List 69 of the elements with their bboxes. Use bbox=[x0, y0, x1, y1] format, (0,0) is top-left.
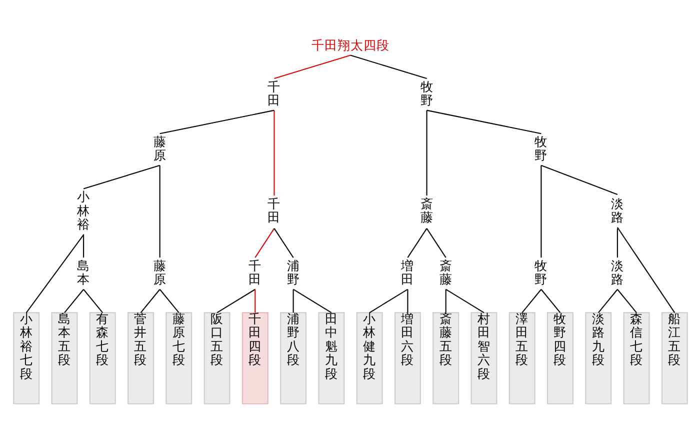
node-text: 島本 bbox=[76, 257, 90, 286]
node-box: 森信七段 bbox=[622, 312, 650, 404]
node-box: 田中魁九段 bbox=[318, 312, 344, 404]
node-text: 淡路 bbox=[610, 257, 624, 286]
connector bbox=[158, 164, 160, 258]
connector bbox=[82, 164, 160, 189]
connector bbox=[616, 288, 636, 312]
connector bbox=[64, 288, 84, 312]
node-text: 浦野 bbox=[286, 257, 300, 286]
node-text: 藤原 bbox=[152, 133, 166, 162]
node-box: 阪口五段 bbox=[203, 312, 230, 404]
connector bbox=[521, 288, 542, 312]
connector bbox=[274, 54, 350, 79]
node-box: 小林裕七段 bbox=[12, 312, 40, 404]
node-box: 牧野四段 bbox=[546, 312, 573, 404]
node-box: 増田六段 bbox=[394, 312, 420, 404]
connector bbox=[159, 109, 274, 134]
node-text: 小林裕 bbox=[76, 188, 90, 232]
node-text: 藤原 bbox=[152, 257, 166, 286]
connector bbox=[140, 288, 160, 312]
connector bbox=[540, 164, 542, 258]
connector bbox=[292, 288, 294, 312]
connector bbox=[273, 228, 294, 258]
connector bbox=[82, 234, 84, 258]
node-text: 千田 bbox=[248, 257, 262, 286]
connector bbox=[25, 234, 84, 312]
node-text: 千田 bbox=[267, 78, 280, 108]
connector bbox=[216, 288, 255, 313]
node-box: 浦野八段 bbox=[280, 312, 306, 404]
node-text: 増田 bbox=[400, 257, 414, 286]
connector bbox=[158, 288, 179, 312]
connector bbox=[254, 288, 256, 312]
connector bbox=[82, 288, 103, 312]
connector bbox=[540, 164, 618, 195]
node-box: 藤原七段 bbox=[165, 312, 192, 404]
connector bbox=[406, 288, 408, 312]
connector bbox=[540, 288, 560, 312]
connector bbox=[616, 228, 618, 258]
connector bbox=[426, 110, 427, 196]
node-box: 有森七段 bbox=[88, 312, 116, 404]
node-text: 千田翔太四段 bbox=[311, 37, 389, 52]
node-text: 牧野 bbox=[534, 257, 548, 286]
node-box: 澤田五段 bbox=[508, 312, 535, 404]
connector bbox=[254, 228, 274, 258]
node-box: 菅井五段 bbox=[127, 312, 154, 404]
node-text: 千田 bbox=[267, 195, 280, 224]
node-text: 牧野 bbox=[420, 78, 433, 108]
connector bbox=[350, 54, 426, 79]
node-box: 村田智六段 bbox=[470, 312, 497, 404]
node-box: 船江五段 bbox=[660, 312, 688, 404]
node-box: 淡路九段 bbox=[584, 312, 612, 404]
node-text: 斎藤 bbox=[420, 195, 433, 224]
connector bbox=[368, 288, 408, 313]
connector bbox=[616, 226, 675, 312]
node-box: 斎藤五段 bbox=[432, 312, 459, 404]
node-box: 小林健九段 bbox=[356, 312, 382, 404]
node-box: 千田四段 bbox=[241, 312, 268, 404]
connector bbox=[426, 228, 446, 258]
connector bbox=[406, 228, 427, 258]
node-box: 島本五段 bbox=[50, 312, 78, 404]
connector bbox=[444, 288, 446, 312]
node-text: 斎藤 bbox=[438, 257, 452, 286]
node-text: 淡路 bbox=[610, 195, 624, 224]
connector bbox=[292, 288, 332, 313]
connector bbox=[445, 288, 484, 313]
connector bbox=[426, 109, 541, 134]
connector bbox=[273, 110, 274, 196]
connector bbox=[597, 288, 618, 312]
node-text: 牧野 bbox=[534, 133, 548, 162]
